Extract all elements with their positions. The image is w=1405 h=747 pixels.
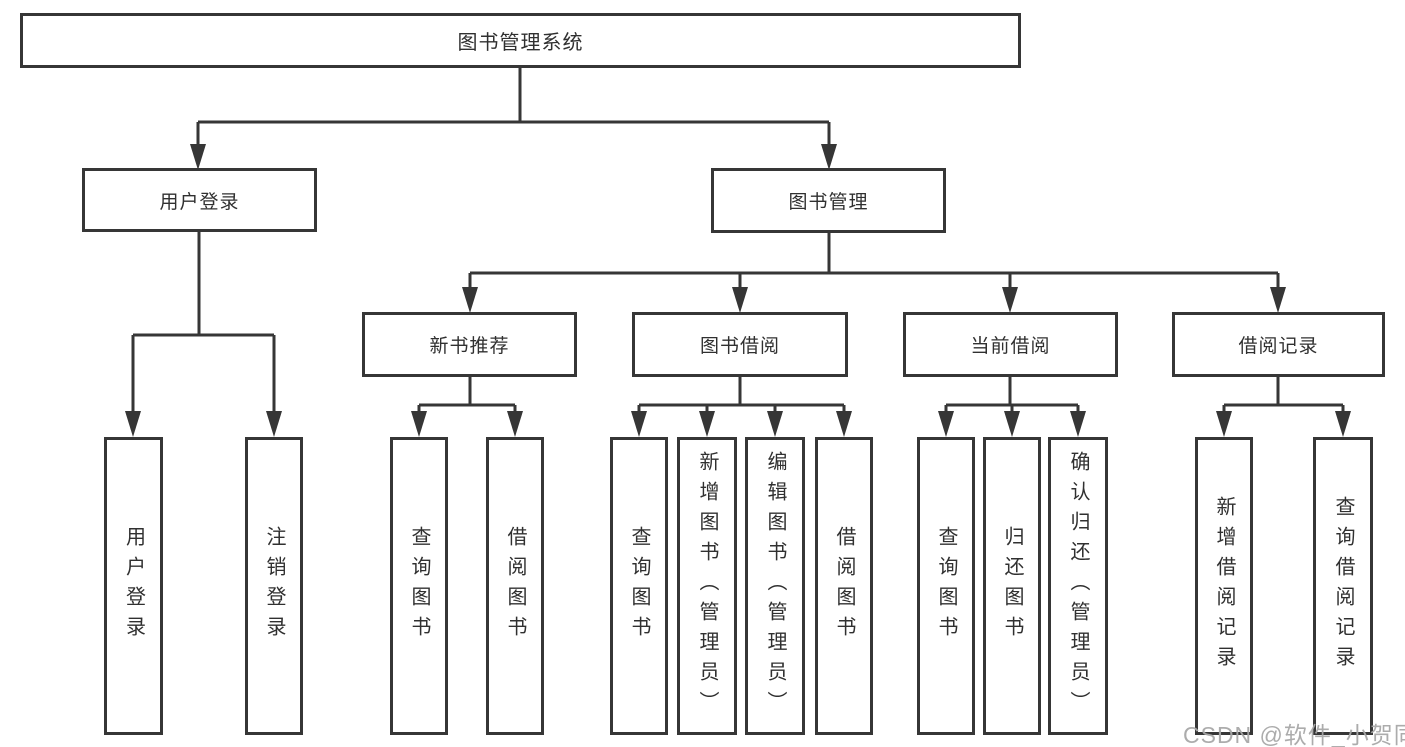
node-label: 确认归还（管理员） — [1067, 451, 1089, 721]
node-current-borrowing: 当前借阅 — [903, 312, 1118, 377]
arrowheads — [125, 144, 1351, 437]
node-label: 图书管理 — [788, 192, 869, 213]
node-label: 图书管理系统 — [457, 32, 584, 54]
leaf-borrow-books: 借阅图书 — [486, 437, 544, 735]
node-label: 注销登录 — [263, 526, 285, 646]
node-label: 查询图书 — [628, 526, 650, 646]
node-label: 借阅图书 — [504, 526, 526, 646]
leaf-confirm-return-admin: 确认归还（管理员） — [1048, 437, 1108, 735]
leaf-logout: 注销登录 — [245, 437, 303, 735]
node-new-book-recommendation: 新书推荐 — [362, 312, 577, 377]
leaf-borrow-books-2: 借阅图书 — [815, 437, 873, 735]
leaf-edit-books-admin: 编辑图书（管理员） — [745, 437, 805, 735]
node-label: 归还图书 — [1001, 526, 1023, 646]
node-label: 编辑图书（管理员） — [764, 451, 786, 721]
leaf-add-borrow-record: 新增借阅记录 — [1195, 437, 1253, 735]
leaf-user-login: 用户登录 — [104, 437, 163, 735]
node-label: 借阅记录 — [1238, 336, 1319, 357]
node-label: 借阅图书 — [833, 526, 855, 646]
node-label: 图书借阅 — [699, 336, 780, 357]
node-book-management: 图书管理 — [711, 168, 946, 233]
leaf-add-books-admin: 新增图书（管理员） — [677, 437, 737, 735]
node-library-management-system: 图书管理系统 — [20, 13, 1021, 68]
csdn-watermark: CSDN @软件_小贺同学 — [1183, 722, 1405, 747]
node-label: 新增借阅记录 — [1213, 496, 1235, 676]
node-label: 用户登录 — [159, 191, 240, 213]
node-label: 新书推荐 — [429, 336, 510, 357]
node-user-login: 用户登录 — [82, 168, 317, 232]
leaf-return-books: 归还图书 — [983, 437, 1041, 735]
leaf-query-borrow-record: 查询借阅记录 — [1313, 437, 1373, 735]
leaf-query-books-2: 查询图书 — [610, 437, 668, 735]
node-label: 新增图书（管理员） — [696, 451, 718, 721]
leaf-query-books: 查询图书 — [390, 437, 448, 735]
node-borrowing-records: 借阅记录 — [1172, 312, 1385, 377]
node-label: 查询借阅记录 — [1332, 496, 1354, 676]
node-label: 用户登录 — [122, 526, 145, 646]
node-label: 当前借阅 — [970, 336, 1051, 357]
node-label: 查询图书 — [935, 526, 957, 646]
leaf-query-books-3: 查询图书 — [917, 437, 975, 735]
node-label: 查询图书 — [408, 526, 430, 646]
node-book-borrowing: 图书借阅 — [632, 312, 848, 377]
